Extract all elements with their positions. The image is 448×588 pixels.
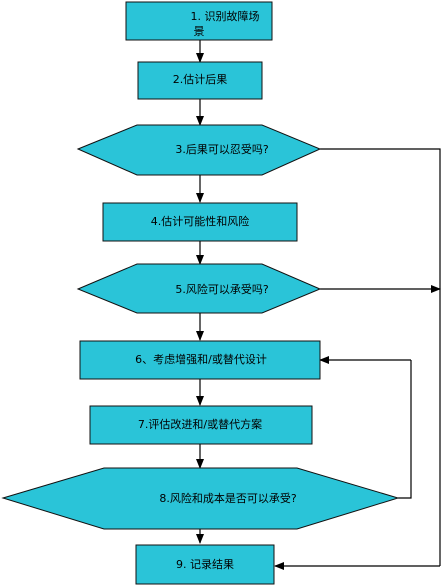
step-7-box[interactable]: 7.评估改进和/或替代方案 xyxy=(89,405,313,445)
step-9-shape xyxy=(135,544,275,585)
step-3-label: 3.后果可以忍受吗? xyxy=(175,143,268,156)
step-3-decision[interactable]: 3.后果可以忍受吗? xyxy=(76,124,322,176)
step-8-decision[interactable]: 8.风险和成本是否可以承受? xyxy=(1,467,400,530)
edges xyxy=(196,40,441,570)
step-1-shape xyxy=(125,1,273,41)
step-5-shape xyxy=(76,263,322,314)
edge-3-right-rail xyxy=(320,148,441,566)
step-6-shape xyxy=(79,340,321,380)
step-2-shape xyxy=(137,61,263,100)
step-6-box[interactable]: 6、考虑增强和/或替代设计 xyxy=(79,340,321,380)
step-4-box[interactable]: 4.估计可能性和风险 xyxy=(102,202,298,242)
step-5-label: 5.风险可以承受吗? xyxy=(175,282,268,296)
step-4-shape xyxy=(102,202,298,242)
step-4-label: 4.估计可能性和风险 xyxy=(151,214,250,228)
step-2-box[interactable]: 2.估计后果 xyxy=(137,61,263,100)
step-2-label: 2.估计后果 xyxy=(173,73,228,86)
step-1-label-line1: 1. 识别故障场 xyxy=(191,9,260,23)
step-1-box[interactable]: 1. 识别故障场 景 xyxy=(125,1,273,41)
step-9-label: 9. 记录结果 xyxy=(176,558,234,571)
step-7-shape xyxy=(89,405,313,445)
step-3-shape xyxy=(76,124,322,176)
step-1-label-line2: 景 xyxy=(194,25,205,38)
edge-8-loop-to-6 xyxy=(398,360,412,499)
step-6-label: 6、考虑增强和/或替代设计 xyxy=(135,352,267,366)
step-9-box[interactable]: 9. 记录结果 xyxy=(135,544,275,585)
step-5-decision[interactable]: 5.风险可以承受吗? xyxy=(76,263,322,314)
step-7-label: 7.评估改进和/或替代方案 xyxy=(138,417,262,431)
step-8-shape xyxy=(1,467,400,530)
step-8-label: 8.风险和成本是否可以承受? xyxy=(159,491,296,505)
